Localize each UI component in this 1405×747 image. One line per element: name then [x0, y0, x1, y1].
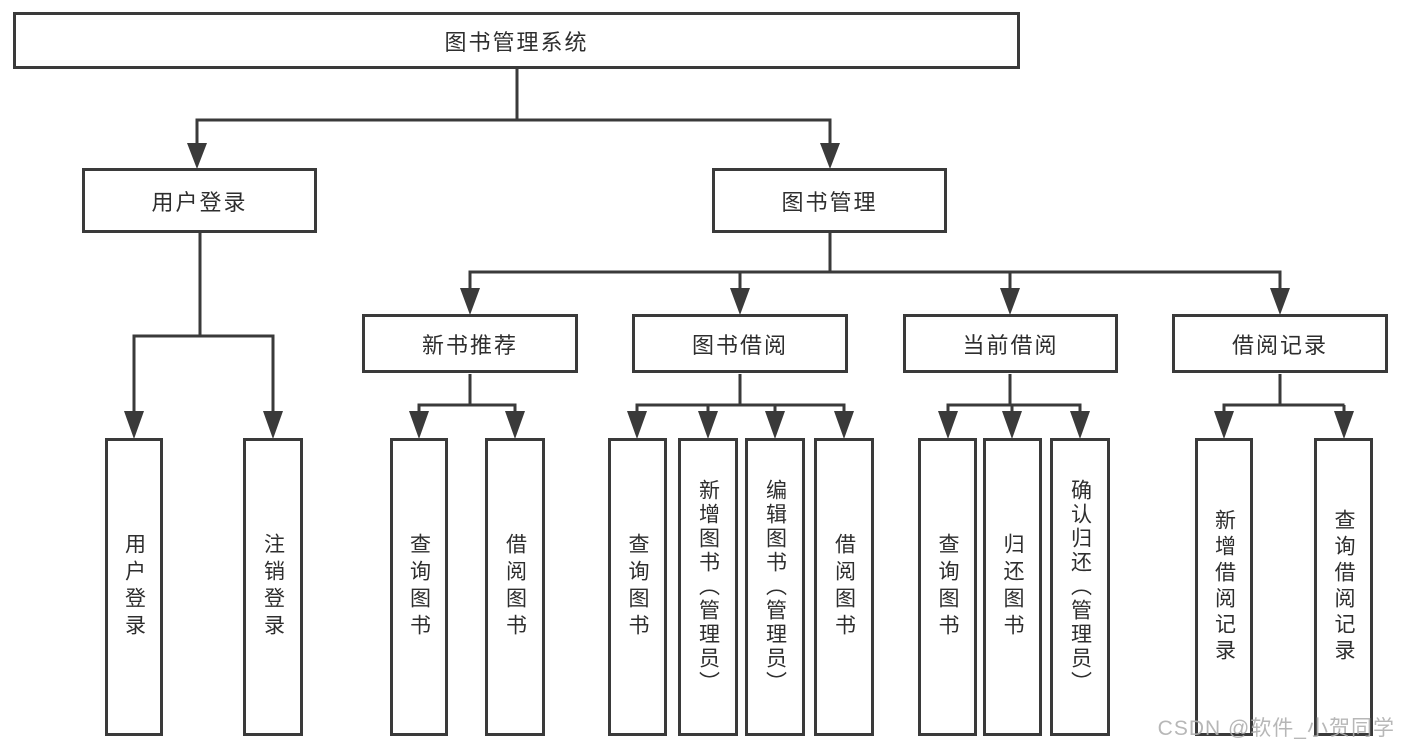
- node-user-login: 用户登录: [82, 168, 317, 233]
- node-label: 归还图书: [1001, 533, 1024, 641]
- leaf-borrow-books: 借阅图书: [814, 438, 874, 736]
- csdn-watermark: CSDN @软件_小贺同学: [1157, 717, 1395, 740]
- node-book-borrowing: 图书借阅: [632, 314, 848, 373]
- leaf-query-borrow-record: 查询借阅记录: [1314, 438, 1373, 736]
- node-label: 新增借阅记录: [1212, 509, 1236, 665]
- node-label: 查询图书: [407, 533, 431, 641]
- node-label: 当前借阅: [962, 332, 1059, 358]
- node-label: 图书管理: [781, 189, 878, 215]
- node-label: 注销登录: [261, 533, 285, 641]
- leaf-edit-books-admin: 编辑图书（管理员）: [745, 438, 805, 736]
- leaf-query-books: 查询图书: [390, 438, 448, 736]
- node-new-book-recommendation: 新书推荐: [362, 314, 578, 373]
- leaf-query-books: 查询图书: [608, 438, 667, 736]
- connector-lines: [132, 69, 1346, 414]
- node-label: 图书借阅: [691, 332, 788, 358]
- leaf-borrow-books: 借阅图书: [485, 438, 545, 736]
- leaf-return-books: 归还图书: [983, 438, 1042, 736]
- leaf-add-borrow-record: 新增借阅记录: [1195, 438, 1253, 736]
- node-library-system: 图书管理系统: [13, 12, 1020, 69]
- node-label: 编辑图书（管理员）: [763, 479, 787, 695]
- node-label: 用户登录: [122, 533, 146, 641]
- node-label: 借阅记录: [1231, 332, 1328, 358]
- leaf-add-books-admin: 新增图书（管理员）: [678, 438, 738, 736]
- leaf-query-books: 查询图书: [918, 438, 977, 736]
- node-book-management: 图书管理: [712, 168, 947, 233]
- node-label: 查询图书: [626, 533, 649, 641]
- node-label: 借阅图书: [832, 533, 856, 641]
- leaf-confirm-return-admin: 确认归还（管理员）: [1050, 438, 1110, 736]
- node-borrowing-records: 借阅记录: [1172, 314, 1388, 373]
- node-label: 确认归还（管理员）: [1068, 479, 1092, 695]
- node-label: 新书推荐: [421, 332, 518, 358]
- leaf-logout: 注销登录: [243, 438, 303, 736]
- node-label: 借阅图书: [503, 533, 527, 641]
- node-label: 查询借阅记录: [1332, 509, 1355, 665]
- node-label: 新增图书（管理员）: [696, 479, 720, 695]
- node-current-borrowing: 当前借阅: [903, 314, 1118, 373]
- node-label: 用户登录: [151, 189, 248, 215]
- node-label: 图书管理系统: [444, 29, 589, 55]
- arrowhead-icons: [124, 143, 1354, 439]
- node-label: 查询图书: [936, 533, 959, 641]
- leaf-user-login: 用户登录: [105, 438, 163, 736]
